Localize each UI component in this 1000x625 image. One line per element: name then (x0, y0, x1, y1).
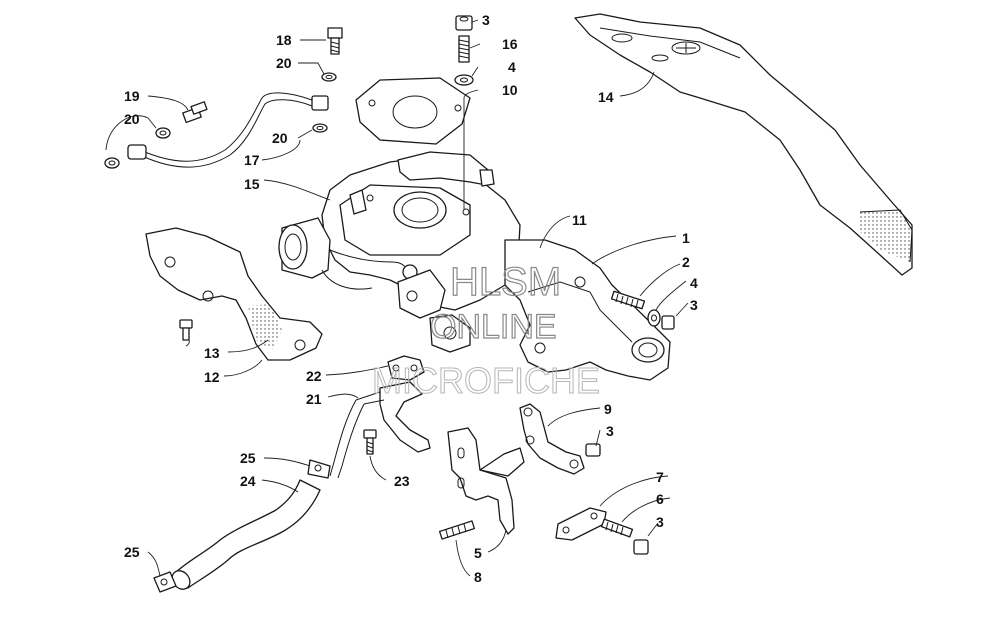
callout-20-left: 20 (124, 111, 140, 127)
oil-line-17 (127, 92, 329, 168)
callout-7: 7 (656, 469, 664, 485)
callout-22: 22 (306, 368, 322, 384)
bolt-13 (179, 319, 193, 341)
watermark-line1: HLSM (450, 260, 561, 304)
leader-lines (105, 19, 689, 577)
gasket-7 (555, 507, 607, 541)
callout-4-right: 4 (690, 275, 698, 291)
callout-8: 8 (474, 569, 482, 585)
callout-15: 15 (244, 176, 260, 192)
washer-20-mid (312, 123, 328, 133)
hose-clamp-25-upper (307, 459, 331, 479)
callout-5: 5 (474, 545, 482, 561)
flange-gasket-22 (387, 355, 425, 381)
washer-4-top (454, 74, 474, 86)
nut-3-mid (585, 443, 601, 457)
nut-3-top (455, 15, 473, 31)
washer-20-left (104, 127, 171, 169)
washer-20-top (321, 72, 337, 82)
stud-8 (438, 520, 476, 540)
callout-9: 9 (604, 401, 612, 417)
callout-14: 14 (598, 89, 614, 105)
exhaust-elbow-1 (504, 239, 671, 381)
hose-24 (171, 479, 321, 590)
bolt-23 (363, 429, 377, 455)
watermark-line2: ONLINE (430, 308, 557, 346)
callout-16: 16 (502, 36, 518, 52)
washer-4-right (647, 309, 661, 327)
callout-11: 11 (572, 212, 587, 228)
callout-12: 12 (204, 369, 220, 385)
banjo-bolt-19 (182, 101, 208, 124)
plate-9 (519, 403, 585, 475)
callout-21: 21 (306, 391, 322, 407)
callout-24: 24 (240, 473, 256, 489)
callout-2: 2 (682, 254, 690, 270)
stud-6 (600, 518, 634, 538)
callout-19: 19 (124, 88, 140, 104)
callout-25-lower: 25 (124, 544, 140, 560)
callout-4-top: 4 (508, 59, 516, 75)
heat-shield-lower (145, 227, 323, 361)
callout-3-mid: 3 (606, 423, 614, 439)
callout-13: 13 (204, 345, 220, 361)
callout-20-top: 20 (276, 55, 292, 71)
stud-2 (610, 290, 646, 310)
callout-17: 17 (244, 152, 260, 168)
nut-3-bottom (633, 539, 649, 555)
bolt-18 (327, 27, 343, 55)
callout-25-upper: 25 (240, 450, 256, 466)
callout-10: 10 (502, 82, 518, 98)
callout-18: 18 (276, 32, 292, 48)
callout-6: 6 (656, 491, 664, 507)
oil-return-tube-21 (329, 381, 431, 479)
bracket-5 (447, 427, 525, 535)
turbocharger-15 (278, 151, 521, 353)
callout-3-top: 3 (482, 12, 490, 28)
gasket-10 (355, 77, 471, 145)
heat-shield-upper (574, 13, 913, 276)
watermark-line3: MICROFICHE (372, 360, 600, 401)
callout-23: 23 (394, 473, 410, 489)
callout-3-right: 3 (690, 297, 698, 313)
nut-3-right (661, 315, 675, 330)
stud-16 (458, 35, 470, 63)
callout-20-mid: 20 (272, 130, 288, 146)
hose-clamp-25-lower (153, 571, 177, 593)
callout-1: 1 (682, 230, 690, 246)
callout-3-bottom: 3 (656, 514, 664, 530)
